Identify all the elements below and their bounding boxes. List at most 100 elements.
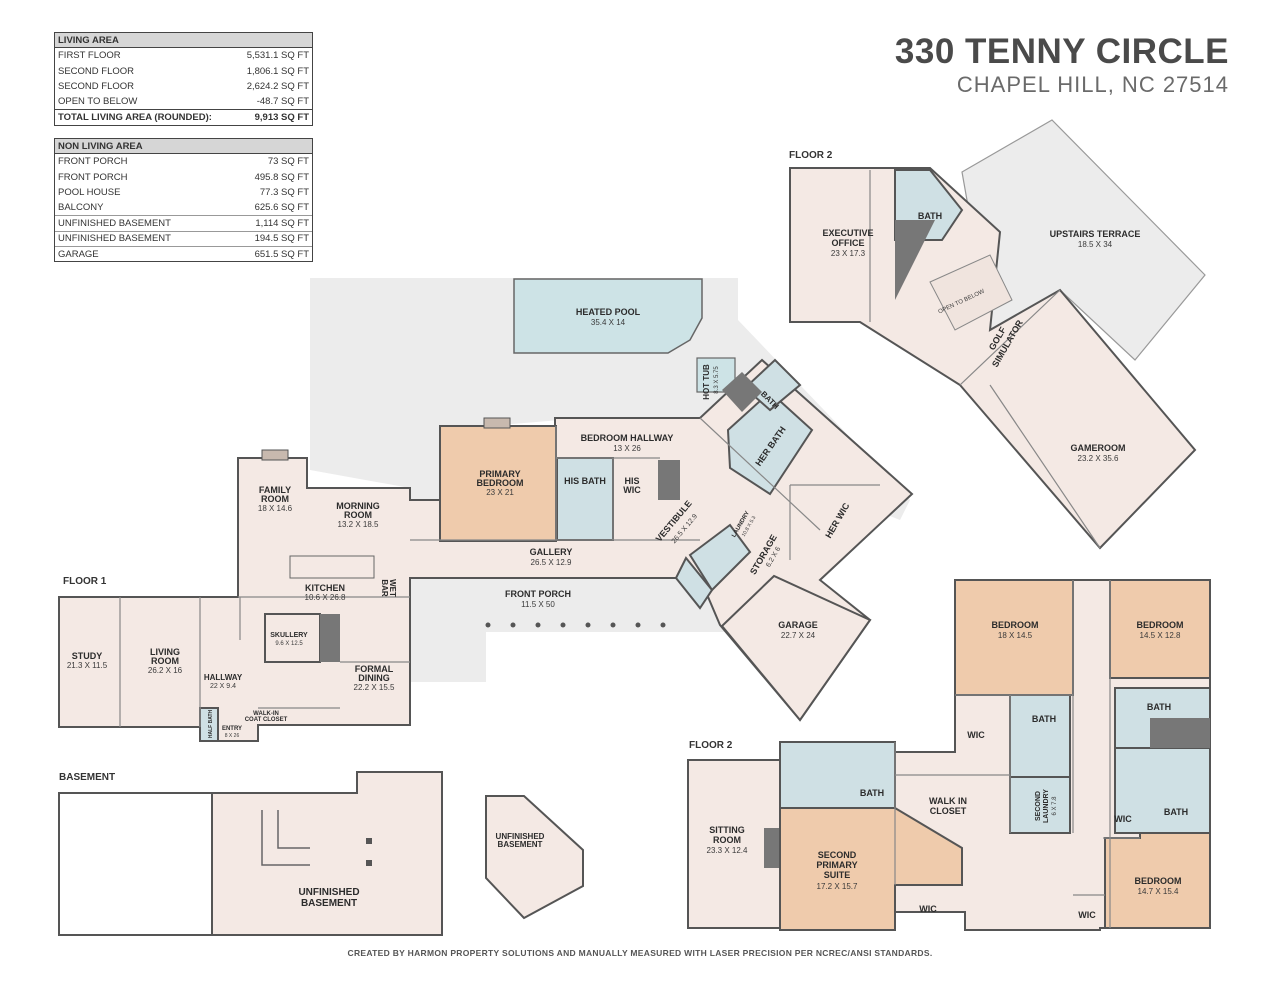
room-label: BASEMENT bbox=[301, 898, 357, 909]
room-label: PRIMARY bbox=[479, 469, 520, 479]
room-label: DINING bbox=[358, 673, 390, 683]
second-primary-suite bbox=[779, 807, 963, 931]
room-label: BATH bbox=[1032, 714, 1056, 724]
stair-block bbox=[320, 614, 340, 662]
garage bbox=[720, 574, 872, 722]
room-label: SECOND bbox=[1035, 791, 1042, 821]
table-row: OPEN TO BELOW-48.7 SQ FT bbox=[58, 96, 309, 108]
lower-interior-walls bbox=[894, 580, 1140, 928]
room-label: MORNING bbox=[336, 501, 380, 511]
room-label: BEDROOM bbox=[477, 478, 524, 488]
room-label: WET bbox=[388, 579, 397, 597]
floor-2-upper-label: FLOOR 2 bbox=[789, 150, 833, 161]
room-label: ROOM bbox=[713, 835, 741, 845]
room-label: UNFINISHED bbox=[298, 887, 359, 898]
room-label: WALK IN bbox=[929, 796, 967, 806]
room-label: SKULLERY bbox=[270, 632, 308, 639]
room-label: LIVING bbox=[150, 647, 180, 657]
room-label: HALLWAY bbox=[204, 673, 243, 682]
room-label: UPSTAIRS TERRACE bbox=[1050, 229, 1141, 239]
room-label: HIS bbox=[624, 476, 639, 486]
room-label: STUDY bbox=[72, 651, 103, 661]
room-dims: 18 X 14.6 bbox=[258, 504, 293, 513]
room-dims: 14.5 X 12.8 bbox=[1140, 631, 1181, 640]
room-dims: 11.5 X 50 bbox=[521, 600, 555, 609]
room-dims: 22 X 9.4 bbox=[210, 683, 236, 690]
room-label: HIS BATH bbox=[564, 476, 606, 486]
front-porch bbox=[410, 578, 725, 682]
room-label: FRONT PORCH bbox=[505, 589, 571, 599]
stair-block bbox=[1150, 718, 1210, 748]
non-living-area-header: NON LIVING AREA bbox=[55, 139, 312, 155]
room-label: WALK-IN bbox=[253, 711, 279, 717]
room-label: CLOSET bbox=[930, 806, 967, 816]
room-label: FAMILY bbox=[259, 485, 291, 495]
room-dims: 35.4 X 14 bbox=[591, 318, 626, 327]
skullery-room bbox=[264, 613, 321, 663]
room-dims: 13 X 26 bbox=[613, 444, 641, 453]
room-dims: 22.2 X 15.5 bbox=[354, 683, 395, 692]
basement-stairs bbox=[261, 810, 310, 866]
his-bath bbox=[556, 457, 614, 541]
kitchen-island bbox=[289, 555, 375, 579]
pool-bath bbox=[743, 358, 802, 412]
room-label: HOT TUB bbox=[702, 364, 711, 400]
credits-footer: CREATED BY HARMON PROPERTY SOLUTIONS AND… bbox=[347, 948, 933, 958]
primary-bedroom bbox=[439, 425, 557, 542]
bath-center bbox=[1009, 694, 1071, 778]
room-label: OFFICE bbox=[832, 238, 865, 248]
room-label: ENTRY bbox=[222, 726, 242, 732]
room-label: SITTING bbox=[709, 825, 745, 835]
room-dims: 21.3 X 11.5 bbox=[67, 661, 108, 670]
second-primary-bath bbox=[779, 741, 896, 809]
laundry-room bbox=[688, 523, 752, 592]
room-label: SUITE bbox=[824, 870, 851, 880]
room-label: WIC bbox=[919, 904, 937, 914]
room-label: WIC bbox=[1114, 814, 1132, 824]
room-dims: 6 X 7.8 bbox=[1052, 796, 1058, 816]
property-city: CHAPEL HILL, NC 27514 bbox=[956, 72, 1229, 97]
room-label: ROOM bbox=[151, 656, 179, 666]
room-label: WIC bbox=[623, 485, 641, 495]
room-label: SECOND bbox=[818, 850, 857, 860]
room-label: HEATED POOL bbox=[576, 307, 641, 317]
room-dims: 10.6 X 26.8 bbox=[305, 593, 346, 602]
open-to-below-area bbox=[929, 254, 1013, 331]
room-dims: 22.7 X 24 bbox=[781, 631, 816, 640]
room-dims: 23 X 17.3 bbox=[831, 249, 866, 258]
basement-column bbox=[366, 838, 372, 844]
upper-interior-walls bbox=[869, 170, 1101, 549]
floor-1-label: FLOOR 1 bbox=[63, 576, 107, 587]
basement-column bbox=[366, 860, 372, 866]
room-dims: 26.2 X 16 bbox=[148, 666, 183, 675]
room-label: BASEMENT bbox=[498, 840, 543, 849]
room-dims: 18.5 X 34 bbox=[1078, 240, 1113, 249]
stair-block bbox=[895, 220, 935, 300]
room-label: BATH bbox=[1147, 702, 1171, 712]
room-label: BAR bbox=[380, 579, 389, 597]
second-laundry-room bbox=[1009, 776, 1071, 834]
room-dims: 23 X 21 bbox=[486, 488, 514, 497]
basement-unfinished-left bbox=[58, 792, 213, 936]
room-label: GAMEROOM bbox=[1071, 443, 1126, 453]
room-label: WIC bbox=[967, 730, 985, 740]
room-label: HALF BATH bbox=[208, 710, 214, 739]
stair-block bbox=[658, 460, 680, 500]
room-dims: 13.2 X 18.5 bbox=[338, 520, 379, 529]
stair-block bbox=[722, 372, 762, 412]
basement-unfinished-main bbox=[211, 771, 443, 936]
powder-rooms bbox=[674, 556, 714, 610]
bedroom-upper-right bbox=[1109, 579, 1211, 679]
property-address: 330 TENNY CIRCLE bbox=[894, 32, 1229, 71]
room-label: BEDROOM bbox=[1137, 620, 1184, 630]
room-dims: 8.3 X 5.75 bbox=[714, 366, 720, 394]
